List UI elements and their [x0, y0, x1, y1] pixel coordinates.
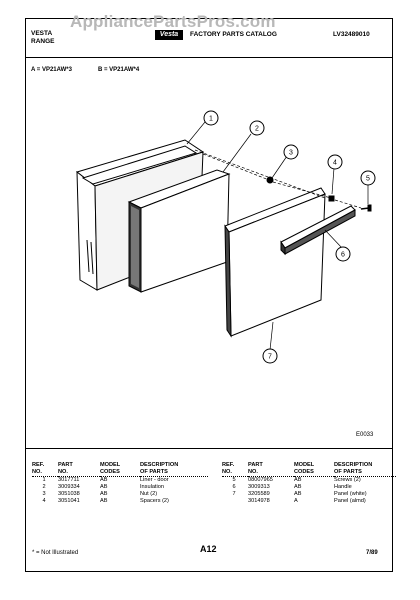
part-cell: 3009313 [248, 484, 270, 490]
codes-cell: AB [100, 477, 108, 483]
brand-logo: Vesta [155, 30, 183, 40]
table-row: 5 08007965 AB Screws (2) [222, 477, 396, 485]
outer-panel-part [224, 187, 326, 338]
catalog-number: LV32489010 [333, 31, 370, 38]
col-codes: MODEL CODES [100, 462, 140, 477]
page-number: A12 [200, 544, 217, 554]
brand-block: VESTA RANGE [31, 30, 54, 46]
codes-cell: AB [100, 484, 108, 490]
svg-text:2: 2 [255, 126, 259, 133]
model-b: B = VP21AW*4 [98, 67, 140, 73]
svg-text:6: 6 [341, 252, 345, 259]
callout-3: 3 [283, 144, 299, 160]
table-row: 7 3205589 AB Panel (white) [222, 491, 396, 498]
not-illustrated-note: * = Not Illustrated [32, 550, 79, 556]
exploded-door-diagram: 1 2 3 4 5 6 7 [75, 110, 376, 364]
table-rule [25, 448, 393, 449]
insulation-part [127, 169, 231, 293]
desc-cell: Insulation [140, 484, 164, 490]
table-row: 3014978 A Panel (almd) [222, 498, 396, 505]
table-row: 3 3051038 AB Nut (2) [32, 491, 208, 498]
ref-cell: 4 [42, 498, 46, 504]
col-desc: DESCRIPTION OF PARTS [140, 462, 208, 477]
header-rule [25, 57, 393, 58]
callout-1: 1 [203, 110, 219, 126]
ref-cell: 3 [42, 491, 46, 497]
desc-cell: Handle [334, 484, 352, 490]
svg-text:4: 4 [333, 160, 337, 167]
svg-text:7: 7 [268, 354, 272, 361]
callout-6: 6 [335, 246, 351, 262]
ref-cell: 6 [232, 484, 236, 490]
table-row: 6 3009313 AB Handle [222, 484, 396, 491]
part-cell: 3009334 [58, 484, 80, 490]
col-desc: DESCRIPTION OF PARTS [334, 462, 396, 477]
codes-cell: AB [294, 484, 302, 490]
catalog-date: 7/89 [366, 550, 378, 556]
callout-2: 2 [249, 120, 265, 136]
codes-cell: A [294, 498, 298, 504]
callout-4: 4 [327, 154, 343, 170]
desc-cell: Spacers (2) [140, 498, 169, 504]
ref-cell: 2 [42, 484, 46, 490]
codes-cell: AB [100, 491, 108, 497]
brand-line-1: VESTA [31, 30, 53, 37]
catalog-title: FACTORY PARTS CATALOG [190, 31, 277, 38]
part-cell: 3051041 [58, 498, 80, 504]
svg-text:1: 1 [209, 116, 213, 123]
brand-line-2: RANGE [31, 38, 55, 45]
table-row: 1 3017711 AB Liner - door [32, 477, 208, 485]
desc-cell: Panel (white) [334, 491, 367, 497]
parts-table-right: REF. NO. PART NO. MODEL CODES DESCRIPTIO… [222, 462, 396, 505]
table-row: 2 3009334 AB Insulation [32, 484, 208, 491]
part-cell: 3205589 [248, 491, 270, 497]
spacer-part [328, 195, 335, 202]
assembly-lines [194, 149, 362, 209]
callout-5: 5 [360, 170, 376, 186]
part-cell: 3014978 [248, 498, 270, 504]
part-cell: 3051038 [58, 491, 80, 497]
desc-cell: Nut (2) [140, 491, 158, 497]
model-a: A = VP21AW*3 [31, 67, 72, 73]
part-cell: 3017711 [58, 477, 80, 483]
callout-7: 7 [262, 348, 278, 364]
ref-cell: 1 [42, 477, 46, 483]
table-header-row: REF. NO. PART NO. MODEL CODES DESCRIPTIO… [222, 462, 396, 477]
col-part: PART NO. [58, 462, 100, 477]
part-cell: 08007965 [248, 477, 273, 483]
codes-cell: AB [294, 477, 302, 483]
codes-cell: AB [294, 491, 302, 497]
svg-text:3: 3 [289, 150, 293, 157]
desc-cell: Liner - door [140, 477, 169, 483]
col-ref: REF. NO. [222, 462, 248, 477]
callout-leaders [186, 121, 369, 351]
ref-cell [222, 498, 248, 505]
diagram-code: E0033 [356, 432, 374, 438]
svg-text:5: 5 [366, 176, 370, 183]
col-codes: MODEL CODES [294, 462, 334, 477]
table-row: 4 3051041 AB Spacers (2) [32, 498, 208, 505]
desc-cell: Panel (almd) [334, 498, 366, 504]
handle-part [280, 205, 356, 256]
screw-part [360, 204, 372, 212]
parts-table-left: REF. NO. PART NO. MODEL CODES DESCRIPTIO… [32, 462, 208, 505]
codes-cell: AB [100, 498, 108, 504]
ref-cell: 5 [232, 477, 236, 483]
watermark: AppliancePartsPros.com [70, 12, 276, 31]
desc-cell: Screws (2) [334, 477, 361, 483]
callouts: 1 2 3 4 5 6 7 [203, 110, 376, 364]
page-frame [25, 18, 393, 572]
col-ref: REF. NO. [32, 462, 58, 477]
ref-cell: 7 [232, 491, 236, 497]
col-part: PART NO. [248, 462, 294, 477]
table-header-row: REF. NO. PART NO. MODEL CODES DESCRIPTIO… [32, 462, 208, 477]
